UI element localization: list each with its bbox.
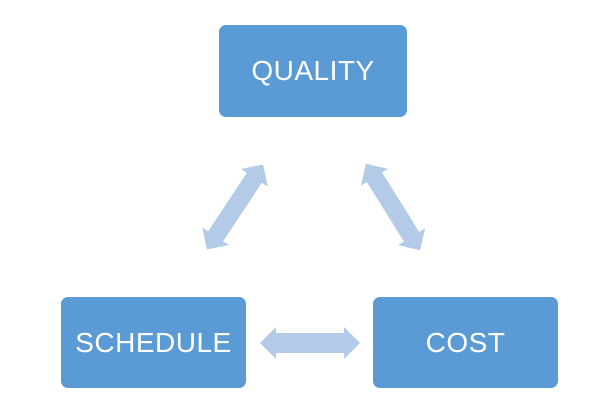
quality-cost-arrow bbox=[360, 163, 426, 251]
quality-label: QUALITY bbox=[251, 55, 375, 86]
schedule-cost-arrow bbox=[260, 327, 360, 359]
cost-node: COST bbox=[373, 297, 558, 388]
schedule-node: SCHEDULE bbox=[61, 297, 246, 388]
quality-node: QUALITY bbox=[219, 25, 407, 117]
schedule-label: SCHEDULE bbox=[75, 326, 232, 358]
cost-label: COST bbox=[425, 326, 506, 358]
quality-schedule-arrow bbox=[202, 164, 268, 250]
